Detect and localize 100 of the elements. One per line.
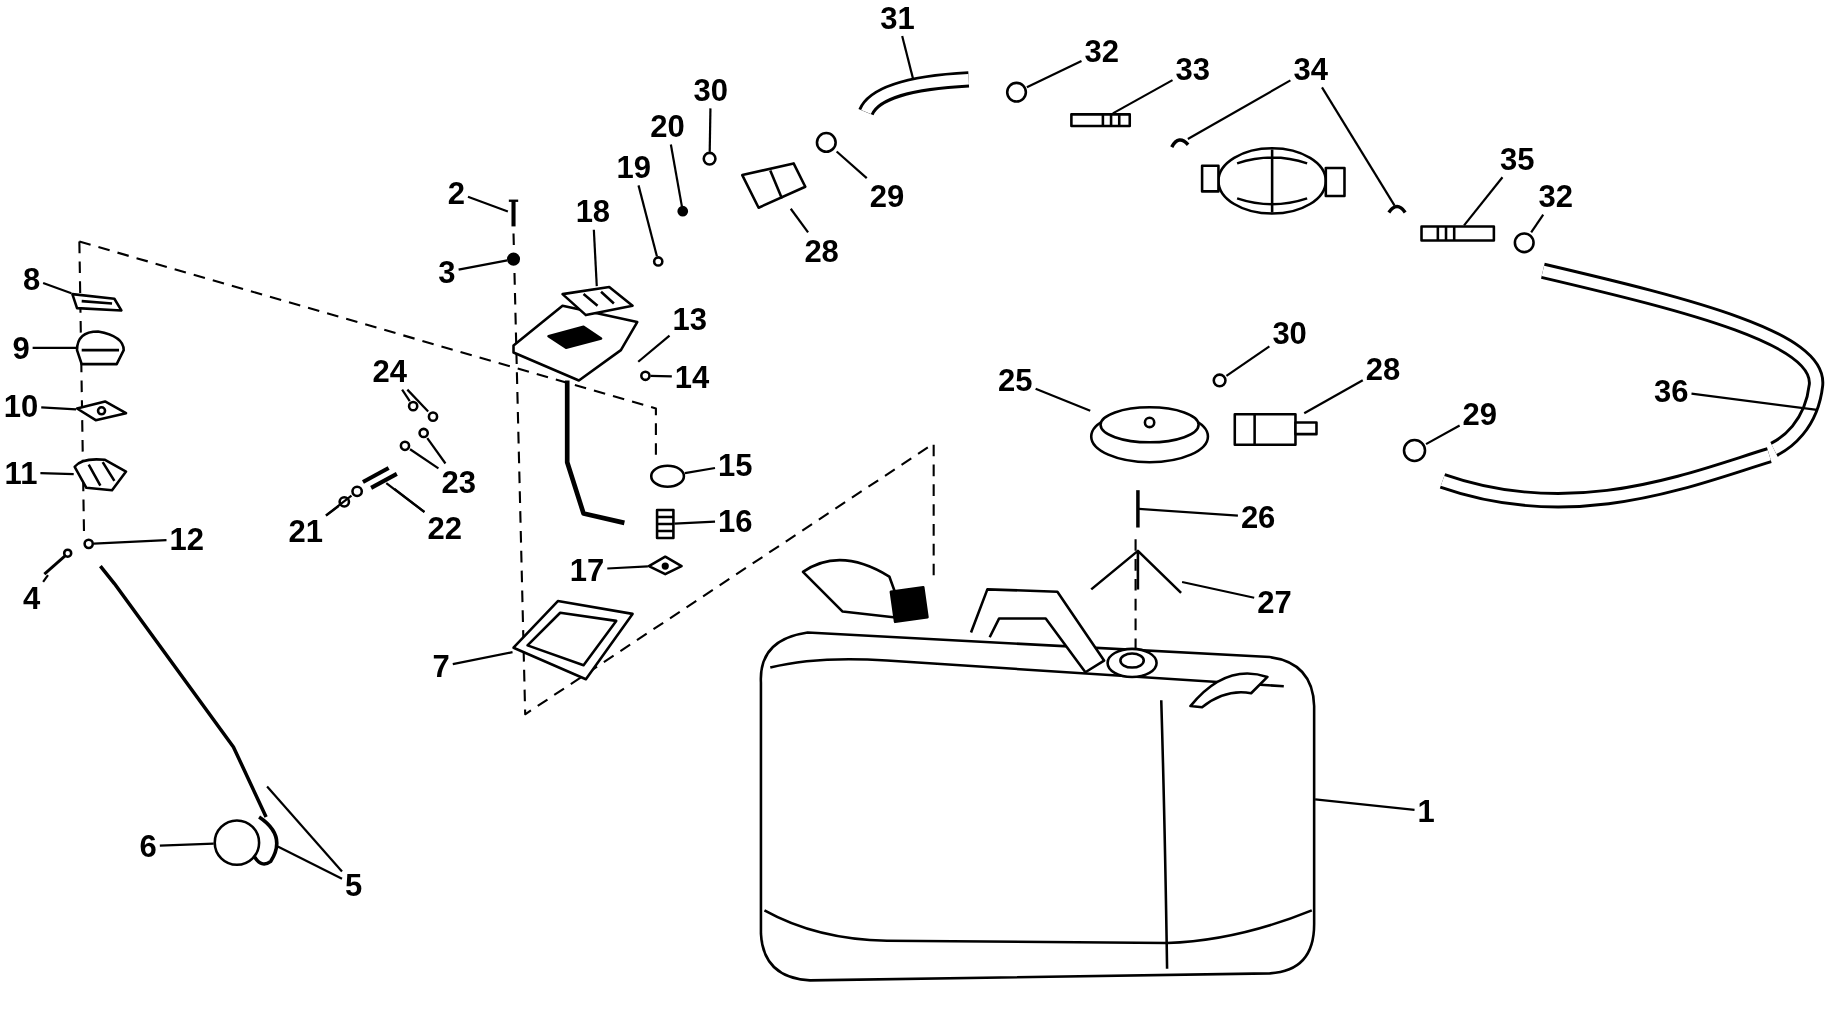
ball-drawing: [399, 440, 411, 452]
fuel-tank-drawing: [759, 558, 1316, 982]
leader-line: [835, 150, 868, 179]
leader-line: [409, 448, 440, 470]
leader-line: [1225, 345, 1270, 377]
spring-drawing: [362, 466, 390, 484]
o-ring-drawing: [640, 370, 651, 382]
leader-line: [93, 539, 167, 545]
callout-number: 29: [1462, 398, 1498, 430]
callout-number: 26: [1240, 501, 1276, 533]
callout-number: 28: [1365, 353, 1401, 385]
seat-drawing: [647, 555, 683, 576]
fuel-hose-drawing: [1440, 262, 1825, 509]
disc-drawing: [649, 464, 686, 488]
callout-number: 32: [1084, 35, 1119, 67]
leader-line: [41, 406, 77, 411]
ball-drawing: [677, 205, 689, 217]
callout-number: 14: [674, 361, 710, 393]
callout-number: 3: [438, 256, 456, 288]
screw-drawing: [508, 199, 519, 227]
hose-clamp-drawing: [815, 131, 837, 153]
leader-line: [458, 259, 508, 271]
callout-number: 12: [169, 523, 204, 555]
callout-number: 16: [718, 505, 753, 536]
callout-number: 10: [3, 390, 39, 422]
leader-line: [1530, 213, 1545, 234]
callout-number: 24: [372, 355, 408, 387]
callout-number: 13: [672, 303, 707, 335]
leader-line: [650, 374, 672, 378]
callout-number: 1: [1417, 795, 1435, 827]
callout-number: 36: [1654, 375, 1689, 407]
hose-clamp-drawing: [1513, 232, 1535, 254]
leader-line: [406, 388, 429, 413]
callout-number: 4: [22, 582, 41, 614]
housing-drawing: [73, 458, 128, 492]
fuel-cap-drawing: [1089, 406, 1210, 464]
hose-clamp-drawing: [1005, 81, 1028, 103]
callout-number: 15: [718, 449, 753, 480]
callout-number: 32: [1538, 180, 1573, 212]
leader-line: [789, 208, 809, 234]
callout-number: 29: [869, 180, 905, 212]
leader-line: [426, 437, 447, 465]
leader-line: [637, 334, 671, 363]
callout-number: 27: [1257, 586, 1292, 618]
callout-number: 31: [880, 2, 915, 33]
ball-drawing: [407, 400, 419, 412]
clamp-drawing: [1170, 138, 1190, 148]
leader-line: [1321, 86, 1396, 207]
switch-drawing: [561, 285, 634, 317]
leader-line: [1691, 392, 1818, 411]
leader-line: [467, 195, 509, 213]
leader-line: [1026, 60, 1082, 89]
callout-number: 34: [1293, 53, 1328, 85]
callout-number: 18: [575, 195, 611, 227]
callout-number: 33: [1175, 53, 1210, 85]
callout-number: 30: [693, 74, 728, 106]
spring-drawing: [655, 508, 675, 540]
leader-line: [1112, 79, 1174, 115]
callout-number: 21: [288, 515, 323, 547]
leader-line: [401, 389, 411, 402]
leader-line: [393, 487, 426, 513]
ball-drawing: [351, 485, 364, 498]
callout-number: 17: [569, 554, 605, 586]
callout-number: 7: [432, 650, 450, 682]
sender-plate-drawing: [512, 304, 639, 526]
leader-line: [277, 845, 343, 880]
ball-drawing: [652, 256, 664, 267]
clip-drawing: [253, 815, 279, 866]
connector-drawing: [1233, 413, 1318, 446]
leader-line: [40, 472, 74, 476]
washer-drawing: [507, 252, 521, 266]
leader-line: [159, 842, 214, 847]
callout-number: 28: [804, 235, 839, 267]
leader-line: [669, 144, 683, 207]
spring-drawing: [370, 472, 398, 490]
callout-number: 35: [1500, 143, 1535, 175]
leader-line: [1315, 798, 1415, 811]
leader-line: [637, 185, 658, 257]
leader-line: [1035, 387, 1091, 412]
ball-drawing: [418, 427, 430, 439]
float-drawing: [213, 819, 261, 867]
leader-line: [266, 785, 343, 873]
callout-number: 5: [345, 869, 363, 901]
fuel-hose-drawing: [858, 71, 970, 116]
leader-line: [901, 35, 914, 79]
callout-number: 11: [4, 457, 38, 489]
callout-number: 20: [650, 110, 685, 142]
callout-number: 6: [139, 830, 157, 862]
leader-line: [1138, 507, 1238, 517]
leader-line: [42, 574, 49, 583]
leader-line: [32, 346, 77, 349]
callout-number: 2: [447, 177, 465, 209]
gasket-drawing: [512, 599, 634, 681]
plate-drawing: [75, 400, 128, 422]
callout-number: 9: [12, 332, 30, 364]
fitting-drawing: [1070, 113, 1132, 128]
leader-line: [592, 229, 598, 287]
o-ring-drawing: [1212, 373, 1227, 388]
callout-number: 23: [441, 466, 476, 498]
callout-number: 22: [427, 512, 462, 543]
